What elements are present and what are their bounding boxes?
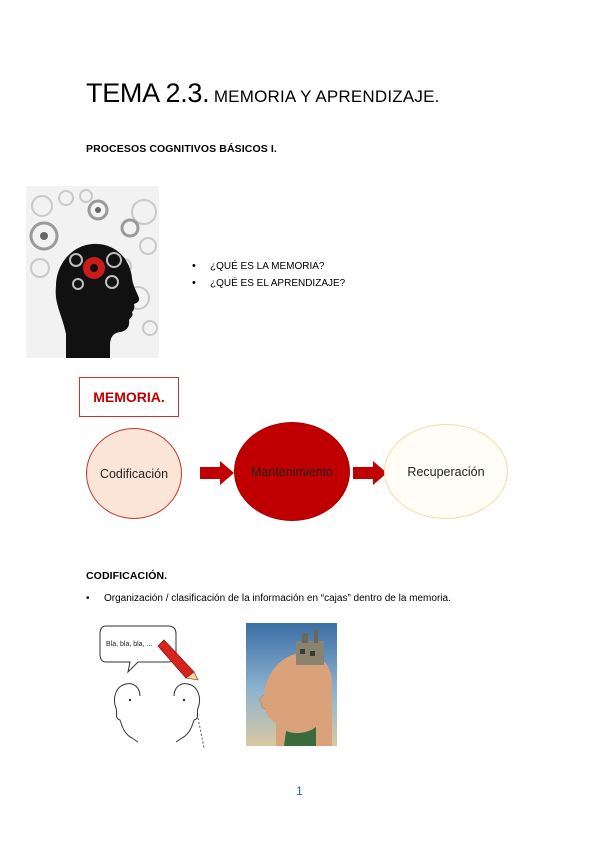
- stage-label: Mantenimiento: [251, 464, 333, 479]
- head-gears-image: [26, 186, 159, 358]
- codificacion-bullet: • Organización / clasificación de la info…: [86, 593, 451, 604]
- stage-codificacion: Codificación: [86, 428, 182, 519]
- title-sub: MEMORIA Y APRENDIZAJE.: [213, 87, 440, 106]
- stage-mantenimiento: Mantenimiento: [234, 422, 350, 521]
- section-heading-procesos: PROCESOS COGNITIVOS BÁSICOS I.: [86, 143, 277, 155]
- section-heading-codificacion: CODIFICACIÓN.: [86, 570, 168, 582]
- codificacion-text: Organización / clasificación de la infor…: [104, 593, 451, 604]
- title-main: TEMA 2.3.: [86, 78, 210, 108]
- stage-label: Recuperación: [407, 464, 485, 479]
- stage-label: Codificación: [99, 466, 169, 481]
- page-title: TEMA 2.3. MEMORIA Y APRENDIZAJE.: [86, 78, 440, 109]
- arrow-right-icon: [353, 461, 387, 485]
- page-number: 1: [296, 784, 303, 798]
- list-item: ¿QUÉ ES EL APRENDIZAJE?: [192, 275, 345, 292]
- questions-list: ¿QUÉ ES LA MEMORIA? ¿QUÉ ES EL APRENDIZA…: [192, 258, 345, 292]
- arrow-right-icon: [200, 461, 234, 485]
- conversation-cartoon-image: Bla, bla, bla, ...: [99, 625, 205, 749]
- bullet-dot-icon: •: [86, 593, 90, 604]
- memoria-label-box: MEMORIA.: [79, 377, 179, 417]
- list-item: ¿QUÉ ES LA MEMORIA?: [192, 258, 345, 275]
- memoria-label: MEMORIA.: [93, 389, 165, 405]
- speech-bubble-text: Bla, bla, bla, ...: [106, 641, 152, 648]
- stage-recuperacion: Recuperación: [384, 424, 508, 519]
- surreal-head-image: [246, 623, 337, 746]
